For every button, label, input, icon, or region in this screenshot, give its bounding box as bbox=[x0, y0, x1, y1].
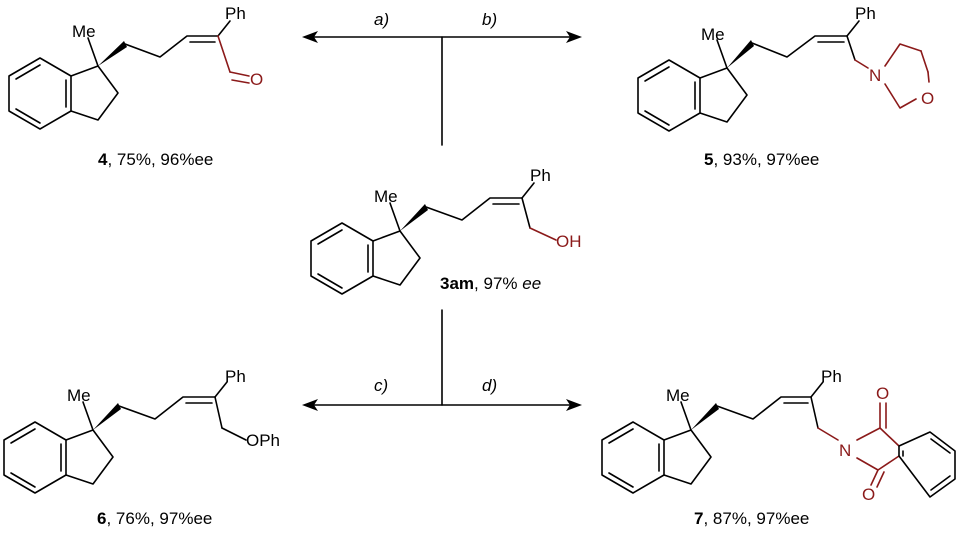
compound-7-ee-unit: ee bbox=[790, 509, 809, 528]
compound-5-methyl-label: Me bbox=[701, 25, 725, 44]
compound-3am-structure bbox=[310, 182, 557, 295]
compound-6-ee-value: 97% bbox=[159, 509, 193, 528]
compound-7-ee-value: 97% bbox=[756, 509, 790, 528]
compound-5-phenyl-label: Ph bbox=[855, 4, 876, 23]
compound-4-methyl-label: Me bbox=[72, 22, 96, 41]
compound-6-caption: 6, 76%, 97%ee bbox=[97, 509, 212, 528]
compound-3am-phenyl-label: Ph bbox=[530, 166, 551, 185]
compound-5-caption: 5, 93%, 97%ee bbox=[704, 150, 819, 169]
compound-4-ee-value: 96% bbox=[160, 150, 194, 169]
compound-5-oxygen-label: O bbox=[921, 89, 934, 108]
compound-6-methyl-label: Me bbox=[67, 386, 91, 405]
top-arrows bbox=[302, 31, 582, 146]
compound-5-number: 5 bbox=[704, 150, 713, 169]
compound-4-structure bbox=[8, 20, 250, 130]
compound-4-number: 4 bbox=[98, 150, 108, 169]
compound-7-phenyl-label: Ph bbox=[821, 367, 842, 386]
compound-5-yield: 93% bbox=[723, 150, 757, 169]
compound-6-ee-unit: ee bbox=[193, 509, 212, 528]
compound-7-oxygen-bottom-label: O bbox=[862, 485, 875, 504]
condition-d-label: d) bbox=[482, 376, 497, 395]
compound-3am-ee-value: 97% bbox=[483, 274, 517, 293]
compound-6-phenoxy-label: OPh bbox=[246, 431, 280, 450]
compound-3am-hydroxyl-label: OH bbox=[556, 232, 582, 251]
compound-6-structure bbox=[3, 381, 247, 494]
compound-5-structure bbox=[637, 20, 922, 132]
compound-4-oxygen-label: O bbox=[250, 70, 263, 89]
compound-4-caption: 4, 75%, 96%ee bbox=[98, 150, 213, 169]
compound-7-methyl-label: Me bbox=[666, 386, 690, 405]
compound-7-nitrogen-label: N bbox=[839, 441, 851, 460]
condition-a-label: a) bbox=[374, 10, 389, 29]
compound-3am-methyl-label: Me bbox=[374, 187, 398, 206]
compound-3am-caption: 3am, 97% ee bbox=[440, 274, 541, 293]
compound-7-structure bbox=[601, 381, 956, 498]
compound-5-ee-unit: ee bbox=[800, 150, 819, 169]
compound-7-number: 7 bbox=[694, 509, 703, 528]
condition-b-label: b) bbox=[482, 10, 497, 29]
compound-4-ee-unit: ee bbox=[194, 150, 213, 169]
compound-5-ee-value: 97% bbox=[766, 150, 800, 169]
top-right-arrowhead bbox=[566, 31, 582, 43]
bottom-arrows bbox=[302, 309, 582, 411]
top-left-arrowhead bbox=[302, 31, 318, 43]
compound-7-caption: 7, 87%, 97%ee bbox=[694, 509, 809, 528]
condition-c-label: c) bbox=[374, 376, 388, 395]
compound-3am-ee-unit: ee bbox=[522, 274, 541, 293]
compound-6-yield: 76% bbox=[116, 509, 150, 528]
compound-6-phenyl-label: Ph bbox=[225, 367, 246, 386]
compound-7-oxygen-top-label: O bbox=[876, 384, 889, 403]
compound-5-ring-closure bbox=[920, 50, 930, 83]
compound-4-yield: 75% bbox=[117, 150, 151, 169]
bottom-left-arrowhead bbox=[302, 399, 318, 411]
bottom-right-arrowhead bbox=[566, 399, 582, 411]
compound-6-number: 6 bbox=[97, 509, 106, 528]
compound-3am-number: 3am bbox=[440, 274, 474, 293]
compound-7-yield: 87% bbox=[713, 509, 747, 528]
compound-5-nitrogen-label: N bbox=[869, 66, 881, 85]
compound-4-phenyl-label: Ph bbox=[225, 4, 246, 23]
